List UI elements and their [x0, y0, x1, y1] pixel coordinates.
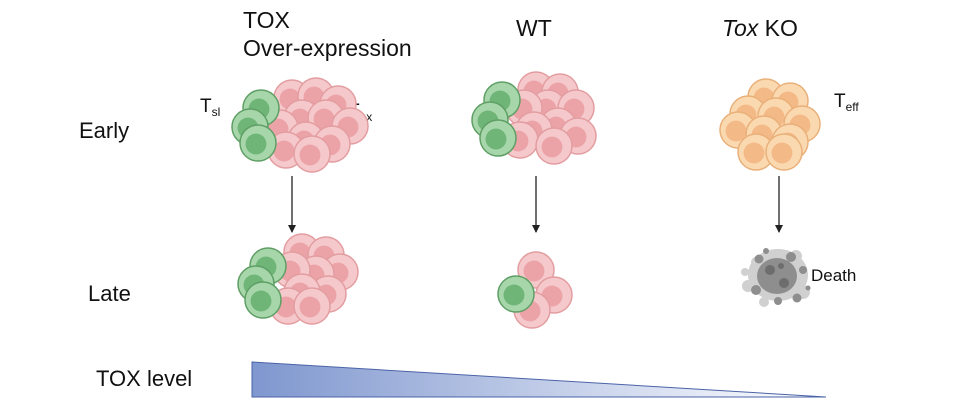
row-label-late: Late: [88, 281, 131, 306]
tsl-cell: [479, 119, 517, 157]
label-teff-sub: eff: [845, 100, 859, 114]
column-title-tox-ko: Tox KO: [722, 14, 798, 42]
label-tsl: Tsl: [200, 96, 220, 119]
column-title-wt: WT: [516, 15, 552, 41]
tex-cell: [535, 127, 573, 165]
teff-cell: [737, 133, 775, 171]
column-title-overexpression: TOX Over-expression: [243, 6, 412, 62]
label-tsl-main: T: [200, 96, 212, 117]
tsl-cell: [244, 281, 282, 319]
tex-cell: [293, 287, 331, 325]
row-label-early: Early: [79, 118, 130, 143]
tox-level-label: TOX level: [96, 366, 193, 391]
tsl-cell: [497, 275, 535, 313]
label-tsl-sub: sl: [211, 105, 221, 119]
tox-gene-italic: Tox: [722, 15, 759, 41]
tex-cell: [293, 135, 331, 173]
tsl-cell: [239, 124, 277, 162]
dead-cell-debris: [741, 248, 811, 307]
label-teff: Teff: [834, 91, 859, 114]
column-title-line1: TOX: [243, 7, 290, 33]
column-title-line2: Over-expression: [243, 35, 412, 61]
ko-text: KO: [758, 15, 798, 41]
label-death: Death: [811, 266, 857, 285]
teff-cell: [765, 133, 803, 171]
tox-level-gradient: [251, 361, 827, 398]
label-teff-main: T: [834, 91, 846, 112]
